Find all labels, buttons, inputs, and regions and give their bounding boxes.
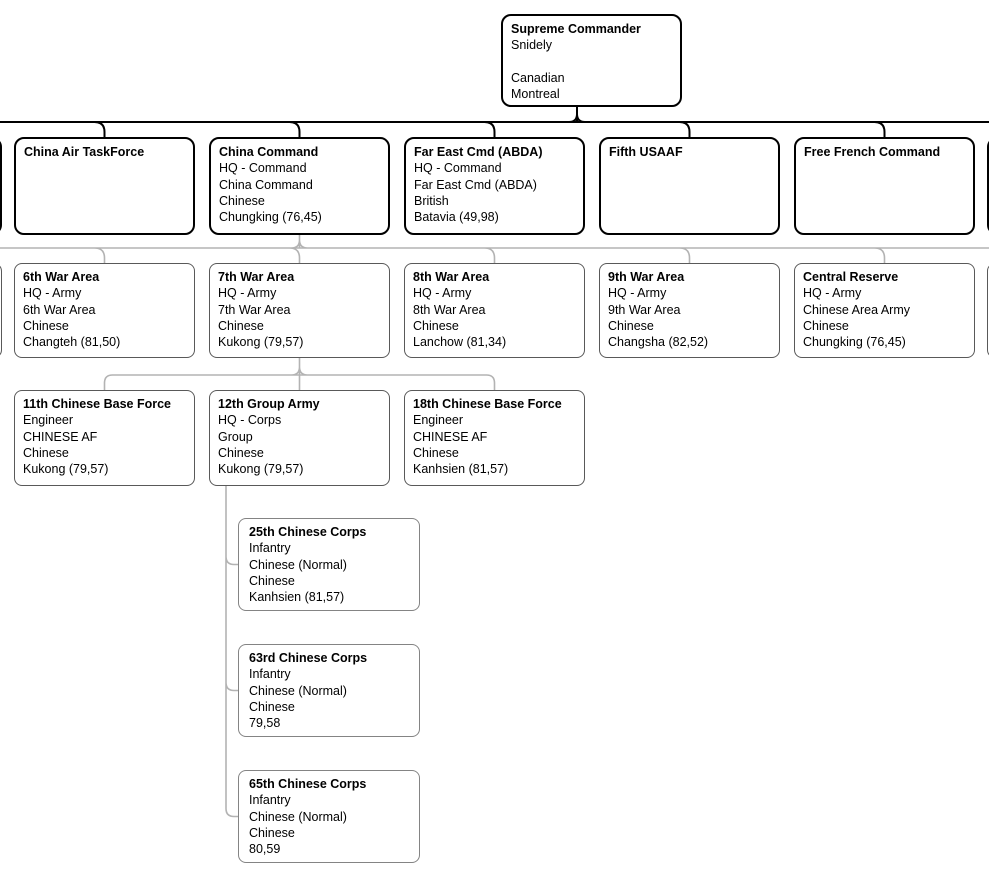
node-line: British	[414, 193, 449, 208]
node-line: HQ - Army	[803, 286, 862, 301]
node-line: Kukong (79,57)	[218, 462, 304, 477]
node-line: Chinese	[218, 318, 264, 333]
node-line: Chinese	[249, 825, 295, 840]
org-node-partial[interactable]	[0, 137, 2, 235]
node-line: Changsha (82,52)	[608, 335, 709, 350]
node-line: HQ - Army	[413, 286, 472, 301]
node-line: Chinese	[219, 193, 265, 208]
node-line: Chinese	[249, 573, 295, 588]
node-line: Chinese (Normal)	[249, 809, 347, 824]
node-line: Engineer	[23, 413, 74, 428]
node-line: CHINESE AF	[23, 429, 98, 444]
node-line: Kanhsien (81,57)	[249, 590, 345, 605]
node-line: Kukong (79,57)	[218, 335, 304, 350]
node-line: Chinese	[413, 445, 459, 460]
org-node-china-air-taskforce[interactable]: China Air TaskForce	[14, 137, 195, 235]
node-line: CHINESE AF	[413, 429, 488, 444]
node-line: 80,59	[249, 842, 281, 857]
node-title: 12th Group Army	[218, 397, 320, 411]
node-title: 18th Chinese Base Force	[413, 397, 562, 411]
node-line: HQ - Army	[23, 286, 82, 301]
node-line: 6th War Area	[23, 302, 96, 317]
node-line: HQ - Command	[219, 161, 307, 176]
node-line: Chungking (76,45)	[803, 335, 906, 350]
node-title: 7th War Area	[218, 270, 295, 284]
node-title: 25th Chinese Corps	[249, 525, 367, 539]
node-line: Chinese	[23, 445, 69, 460]
node-line: HQ - Corps	[218, 413, 282, 428]
node-line: 7th War Area	[218, 302, 291, 317]
node-title: China Air TaskForce	[24, 145, 145, 159]
node-line: Far East Cmd (ABDA)	[414, 177, 537, 192]
node-line: Kanhsien (81,57)	[413, 462, 509, 477]
node-title: Supreme Commander	[511, 22, 641, 36]
node-line: Chinese	[413, 318, 459, 333]
node-line: 79,58	[249, 716, 281, 731]
node-line	[511, 54, 672, 70]
node-title: 63rd Chinese Corps	[249, 651, 368, 665]
node-line: Chinese	[218, 445, 264, 460]
node-line: HQ - Command	[414, 161, 502, 176]
node-line: Chinese	[608, 318, 654, 333]
org-node-fifth-usaaf[interactable]: Fifth USAAF	[599, 137, 780, 235]
node-title: 8th War Area	[413, 270, 490, 284]
node-line: Chinese Area Army	[803, 302, 910, 317]
node-line: Chungking (76,45)	[219, 210, 322, 225]
node-title: 9th War Area	[608, 270, 685, 284]
node-line: 9th War Area	[608, 302, 681, 317]
node-title: Central Reserve	[803, 270, 899, 284]
node-line: 8th War Area	[413, 302, 486, 317]
node-line: Kukong (79,57)	[23, 462, 109, 477]
node-line: Changteh (81,50)	[23, 335, 121, 350]
node-line: Snidely	[511, 38, 552, 53]
node-line: Chinese	[249, 699, 295, 714]
node-line: China Command	[219, 177, 313, 192]
org-node-partial[interactable]	[0, 263, 2, 358]
node-line: Chinese (Normal)	[249, 557, 347, 572]
node-line: HQ - Army	[608, 286, 667, 301]
node-line: Chinese	[803, 318, 849, 333]
org-node-free-french-command[interactable]: Free French Command	[794, 137, 975, 235]
node-line: Infantry	[249, 793, 291, 808]
node-line: Chinese	[23, 318, 69, 333]
node-line: Lanchow (81,34)	[413, 335, 507, 350]
node-title: Free French Command	[804, 145, 941, 159]
node-line: Batavia (49,98)	[414, 210, 499, 225]
node-line: Infantry	[249, 667, 291, 682]
node-line: HQ - Army	[218, 286, 277, 301]
node-title: 11th Chinese Base Force	[23, 397, 171, 411]
node-title: Fifth USAAF	[609, 145, 683, 159]
node-title: 6th War Area	[23, 270, 100, 284]
node-title: China Command	[219, 145, 319, 159]
node-line: Chinese (Normal)	[249, 683, 347, 698]
node-title: 65th Chinese Corps	[249, 777, 367, 791]
node-line: Canadian	[511, 70, 565, 85]
node-line: Infantry	[249, 541, 291, 556]
node-line: Group	[218, 429, 253, 444]
node-title: Far East Cmd (ABDA)	[414, 145, 543, 159]
node-line: Engineer	[413, 413, 464, 428]
node-line: Montreal	[511, 87, 560, 102]
